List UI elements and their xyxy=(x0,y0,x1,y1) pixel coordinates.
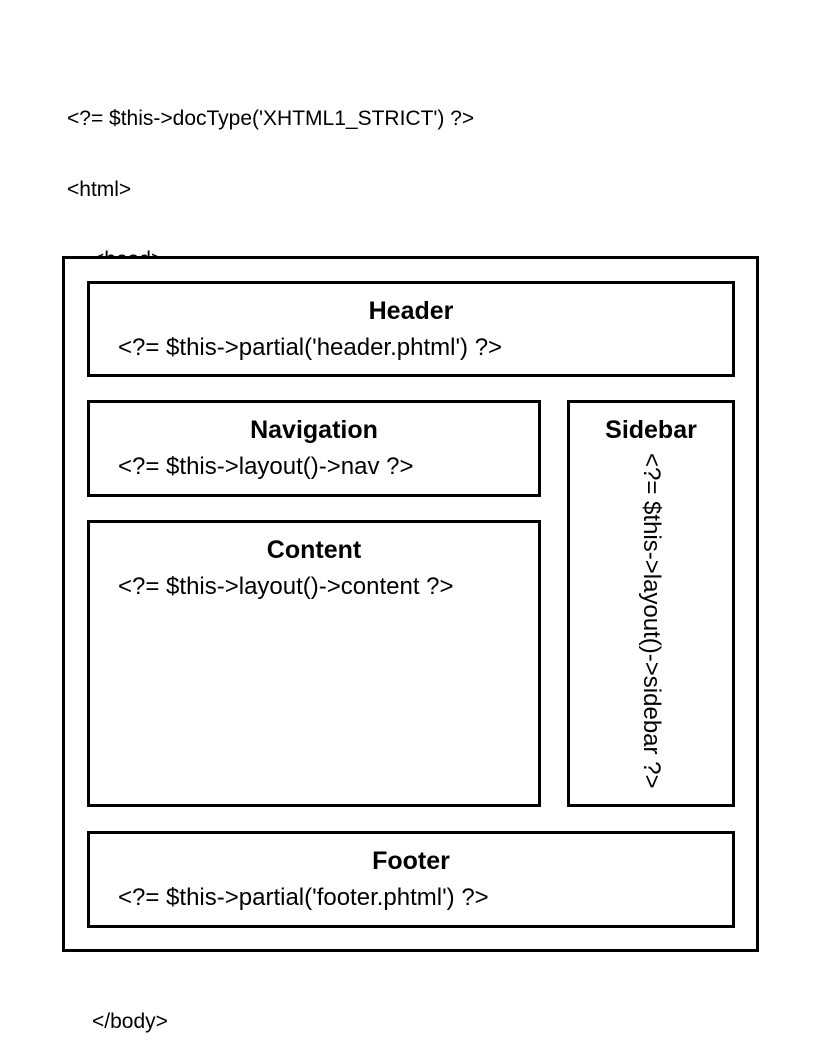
code-line-body-close: </body> xyxy=(92,1010,168,1033)
navigation-box-title: Navigation xyxy=(250,416,378,444)
navigation-box-code: <?= $this->layout()->nav ?> xyxy=(118,453,414,480)
content-box-code: <?= $this->layout()->content ?> xyxy=(118,573,454,600)
footer-box-title: Footer xyxy=(372,847,450,875)
navigation-box: Navigation <?= $this->layout()->nav ?> xyxy=(87,400,541,497)
content-box-title: Content xyxy=(266,536,362,564)
code-line-html-open: <html> xyxy=(67,177,132,201)
bottom-code-block: </body> </html> xyxy=(67,963,168,1056)
sidebar-box: Sidebar <?= $this->layout()->sidebar ?> xyxy=(567,400,735,807)
content-box: Content <?= $this->layout()->content ?> xyxy=(87,520,541,807)
code-line-doctype: <?= $this->docType('XHTML1_STRICT') ?> xyxy=(67,107,475,130)
sidebar-box-title: Sidebar xyxy=(605,416,697,444)
sidebar-box-code: <?= $this->layout()->sidebar ?> xyxy=(638,453,665,789)
footer-box: Footer <?= $this->partial('footer.phtml'… xyxy=(87,831,735,928)
header-box-title: Header xyxy=(368,297,454,325)
header-box: Header <?= $this->partial('header.phtml'… xyxy=(87,281,735,377)
header-box-code: <?= $this->partial('header.phtml') ?> xyxy=(118,334,503,361)
footer-box-code: <?= $this->partial('footer.phtml') ?> xyxy=(118,884,489,911)
